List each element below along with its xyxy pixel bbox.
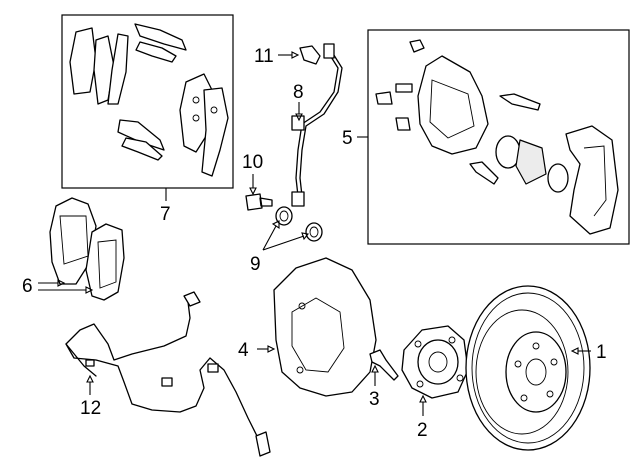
dust-shield — [273, 257, 377, 397]
caliper-bolt-3 — [375, 91, 393, 105]
callout-11: 11 — [254, 46, 274, 67]
washer-2 — [305, 222, 323, 242]
clip-4 — [117, 119, 165, 151]
washer-1 — [275, 206, 293, 226]
caliper-bolt-1 — [409, 39, 425, 53]
callout-3: 3 — [369, 389, 380, 410]
clip-2 — [134, 23, 187, 51]
caliper-bracket — [565, 125, 619, 235]
brake-hose — [291, 43, 343, 207]
hub-bearing — [401, 325, 469, 399]
callout-9: 9 — [250, 254, 261, 275]
callout-4: 4 — [238, 340, 249, 361]
guide-pin-2 — [469, 161, 499, 185]
caliper-group — [367, 29, 630, 245]
shim-1 — [69, 27, 97, 95]
callout-5: 5 — [342, 128, 353, 149]
callout-8: 8 — [293, 82, 304, 103]
clip-3 — [135, 41, 177, 63]
clip-5 — [121, 137, 163, 161]
hardware-kit-box — [61, 14, 234, 189]
bracket-clip — [299, 45, 321, 65]
caliper-bolt-4 — [395, 117, 411, 131]
caliper-bolt-2 — [395, 83, 413, 93]
guide-pin-1 — [499, 93, 541, 111]
brake-pad-2 — [85, 223, 125, 301]
caliper-body — [417, 55, 489, 155]
banjo-bolt — [245, 193, 273, 211]
callout-12: 12 — [80, 398, 101, 419]
abs-sensor-harness — [65, 291, 271, 457]
callout-7: 7 — [160, 204, 171, 225]
callout-2: 2 — [417, 420, 428, 441]
wheel-stud — [369, 349, 399, 381]
callout-10: 10 — [242, 152, 263, 173]
brake-rotor — [465, 285, 591, 451]
leader-lines — [38, 51, 591, 416]
clip-1 — [107, 33, 129, 105]
callout-1: 1 — [596, 342, 607, 363]
hardware-kit-group — [61, 14, 234, 189]
brake-pads — [49, 197, 125, 301]
piston — [515, 139, 547, 185]
backing-plate-2 — [201, 87, 229, 177]
callout-6: 6 — [22, 276, 33, 297]
brake-pad-1 — [49, 197, 97, 285]
dust-boot — [547, 163, 569, 193]
